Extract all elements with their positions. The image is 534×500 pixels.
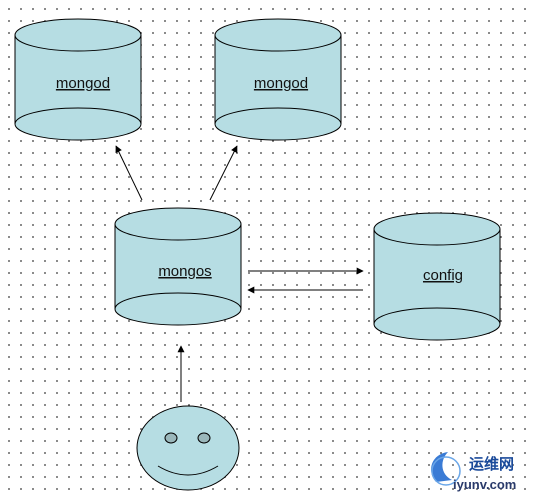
cylinder-body xyxy=(14,35,142,141)
edges xyxy=(115,145,364,402)
watermark-en-text: iyunv.com xyxy=(453,477,516,492)
node-config: config xyxy=(373,212,501,341)
cylinder-top xyxy=(214,18,342,52)
cylinder-bottom-rim xyxy=(14,107,142,125)
cylinder-bottom-rim xyxy=(214,107,342,125)
watermark: 运维网 iyunv.com xyxy=(431,452,516,492)
cylinder-bottom-rim xyxy=(373,307,501,325)
cylinder-bottom-rim xyxy=(114,292,242,310)
right-eye-icon xyxy=(197,432,211,444)
edge-mongos-to-mongod-1 xyxy=(115,145,143,201)
node-client xyxy=(136,405,240,491)
watermark-logo-ring-icon xyxy=(431,456,461,486)
node-mongos: mongos xyxy=(114,207,242,326)
cylinder-body xyxy=(114,224,242,326)
cylinder-top xyxy=(114,207,242,241)
node-mongod-2: mongod xyxy=(214,18,342,141)
edge-mongos-to-mongod-2 xyxy=(209,145,238,201)
smile-icon xyxy=(157,465,219,476)
watermark-cn-text: 运维网 xyxy=(469,455,514,473)
node-label: mongod xyxy=(56,75,110,92)
node-label: mongod xyxy=(254,75,308,92)
node-label: mongos xyxy=(158,263,211,280)
node-label: config xyxy=(423,267,463,284)
cylinder-top xyxy=(14,18,142,52)
client-face-icon xyxy=(136,405,240,491)
node-mongod-1: mongod xyxy=(14,18,142,141)
cylinder-top xyxy=(373,212,501,246)
cylinder-body xyxy=(373,229,501,341)
watermark-logo-icon xyxy=(431,452,452,482)
cylinder-body xyxy=(214,35,342,141)
left-eye-icon xyxy=(164,432,178,444)
